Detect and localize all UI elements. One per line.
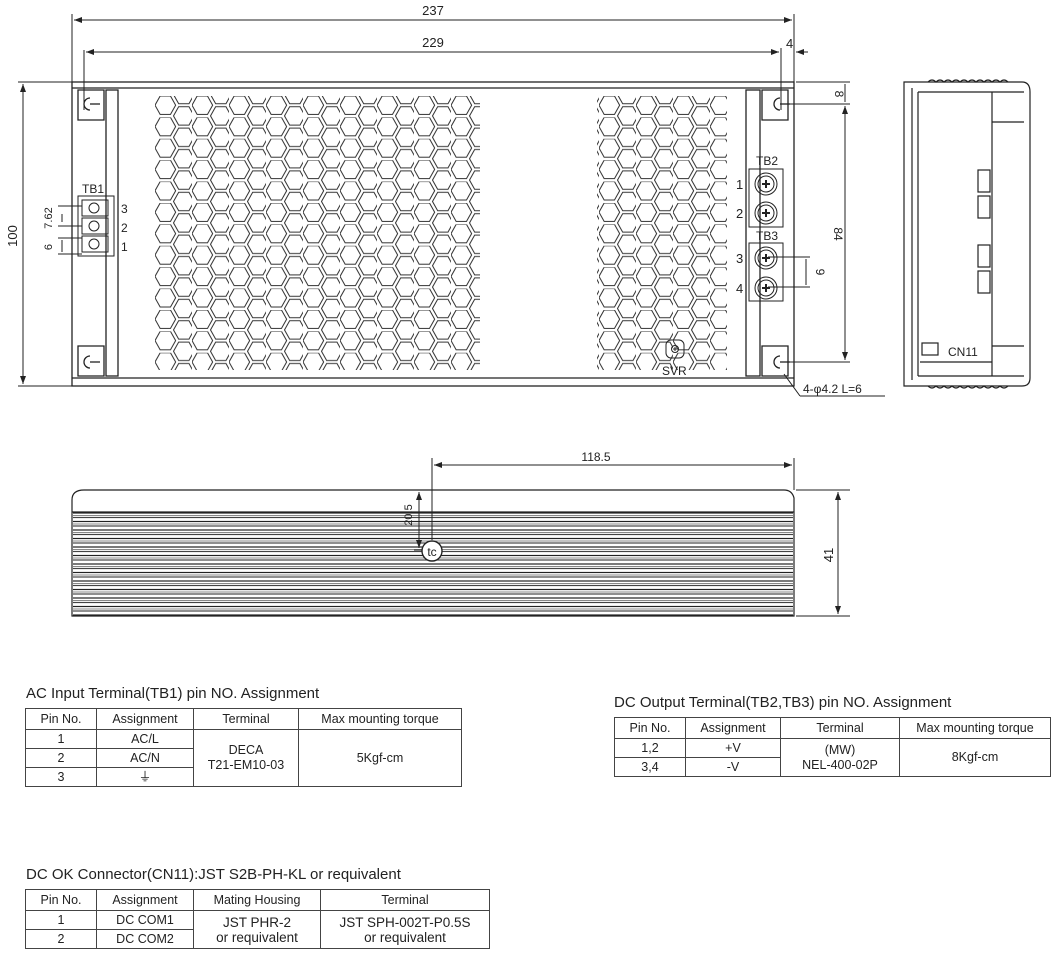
- svr-label: SVR: [662, 364, 687, 378]
- ac-input-table-title: AC Input Terminal(TB1) pin NO. Assignmen…: [26, 685, 320, 702]
- dim-tc-horizontal: 118.5: [581, 450, 610, 464]
- tb1-label: TB1: [82, 182, 104, 196]
- table-row: 2 DC COM2: [25, 929, 490, 949]
- col-header: Terminal: [780, 717, 900, 739]
- end-view-drawing: [903, 79, 1031, 389]
- col-header: Pin No.: [614, 717, 686, 739]
- dc-output-table-title: DC Output Terminal(TB2,TB3) pin NO. Assi…: [614, 694, 952, 711]
- torque-cell: 8Kgf-cm: [899, 738, 1051, 777]
- assignment-cell: DC COM1: [96, 910, 194, 930]
- screw-icon: [754, 201, 778, 225]
- dim-hole-offset: 4: [786, 36, 793, 51]
- col-header: Pin No.: [25, 708, 97, 730]
- col-header: Max mounting torque: [298, 708, 462, 730]
- ac-input-table: Pin No. Assignment Terminal Max mounting…: [25, 708, 462, 787]
- tb1-pin-1: 1: [121, 240, 128, 254]
- dim-tb3-pitch: 9: [813, 269, 827, 276]
- col-header: Terminal: [320, 889, 490, 911]
- pin-cell: 3,4: [614, 757, 686, 777]
- assignment-cell: +V: [685, 738, 781, 758]
- tb3-terminal-block: [748, 242, 784, 302]
- col-header: Assignment: [96, 889, 194, 911]
- pin-cell: 1: [25, 729, 97, 749]
- table-row: 3 ⏚: [25, 767, 462, 787]
- tb2-pin-2: 2: [736, 206, 743, 221]
- tb3-label: TB3: [756, 229, 778, 243]
- ground-icon: ⏚: [96, 767, 194, 787]
- dim-hole-vertical-pitch: 84: [831, 227, 845, 241]
- pin-cell: 3: [25, 767, 97, 787]
- tb1-terminal-block: [58, 195, 115, 257]
- assignment-cell: AC/N: [96, 748, 194, 768]
- mount-hole-note: 4-φ4.2 L=6: [803, 382, 862, 396]
- assignment-cell: DC COM2: [96, 929, 194, 949]
- screw-icon: [754, 246, 778, 270]
- tb1-pin-2: 2: [121, 221, 128, 235]
- tb3-pin-3: 3: [736, 251, 743, 266]
- col-header: Max mounting torque: [899, 717, 1051, 739]
- col-header: Mating Housing: [193, 889, 321, 911]
- col-header: Pin No.: [25, 889, 97, 911]
- dc-ok-table: Pin No. Assignment Mating Housing Termin…: [25, 889, 490, 949]
- col-header: Assignment: [96, 708, 194, 730]
- dim-hole-pitch: 229: [422, 35, 444, 50]
- assignment-cell: -V: [685, 757, 781, 777]
- cn11-label: CN11: [948, 345, 978, 359]
- assignment-cell: AC/L: [96, 729, 194, 749]
- pin-cell: 1,2: [614, 738, 686, 758]
- tb1-dim-width: 6: [43, 244, 55, 250]
- top-view-drawing: 237 229 4 100 8 84 9 4-φ4.2 L=6 TB1: [5, 3, 1031, 397]
- side-view-drawing: tc 118.5 20.5 41: [71, 450, 850, 617]
- screw-icon: [754, 172, 778, 196]
- screw-icon: [754, 276, 778, 300]
- tb1-dim-pitch: 7.62: [43, 207, 55, 228]
- dc-ok-table-title: DC OK Connector(CN11):JST S2B-PH-KL or r…: [26, 866, 401, 883]
- table-row: 3,4 -V: [614, 757, 1051, 777]
- dim-height-100: 100: [5, 225, 20, 247]
- svr-potentiometer-icon: [665, 339, 685, 359]
- tb3-pin-4: 4: [736, 281, 743, 296]
- pin-cell: 2: [25, 929, 97, 949]
- tb2-label: TB2: [756, 154, 778, 168]
- dim-overall-length: 237: [422, 3, 444, 18]
- torque-cell: 5Kgf-cm: [298, 729, 462, 787]
- dc-output-table: Pin No. Assignment Terminal Max mounting…: [614, 717, 1051, 777]
- table-row: 1,2 +V (MW)NEL-400-02P 8Kgf-cm: [614, 738, 1051, 777]
- dim-height-41: 41: [821, 548, 836, 562]
- pin-cell: 2: [25, 748, 97, 768]
- pin-cell: 1: [25, 910, 97, 930]
- tb2-terminal-block: [748, 168, 784, 228]
- dim-hole-from-top: 8: [832, 91, 846, 98]
- vent-grille-left: [155, 96, 480, 370]
- dim-tc-vertical: 20.5: [403, 504, 415, 525]
- tb1-pin-3: 3: [121, 202, 128, 216]
- terminal-cell: (MW)NEL-400-02P: [780, 738, 900, 777]
- col-header: Terminal: [193, 708, 299, 730]
- col-header: Assignment: [685, 717, 781, 739]
- tb2-pin-1: 1: [736, 177, 743, 192]
- cn11-connector: [921, 342, 939, 356]
- tc-measure-point-icon: [421, 540, 443, 562]
- vent-grille-right: [597, 96, 727, 370]
- tc-label: tc: [427, 545, 436, 559]
